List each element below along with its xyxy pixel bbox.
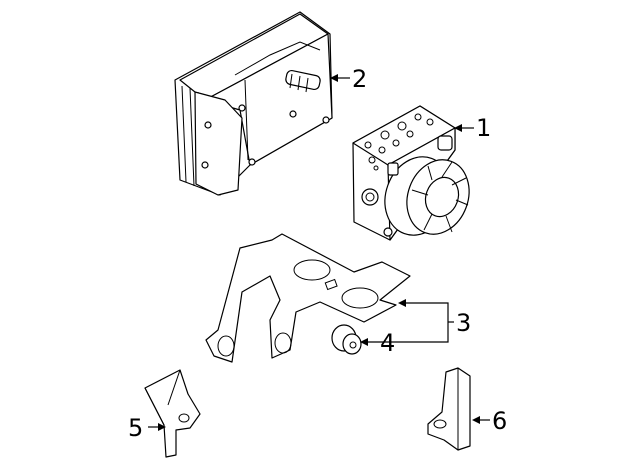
callout-5: 5: [128, 414, 143, 442]
callout-3: 3: [456, 309, 471, 337]
part-1-abs-pump: [352, 105, 470, 241]
callout-2: 2: [352, 65, 367, 93]
part-4-grommet: [331, 324, 362, 355]
callout-4: 4: [380, 329, 395, 357]
leader-lines: [148, 74, 490, 431]
callout-1: 1: [476, 114, 491, 142]
part-2-control-module: [174, 11, 333, 196]
callout-6: 6: [492, 407, 507, 435]
part-3-bracket: [205, 233, 411, 363]
part-6-sensor-bracket: [427, 367, 471, 451]
part-5-sensor-bracket: [144, 369, 201, 458]
